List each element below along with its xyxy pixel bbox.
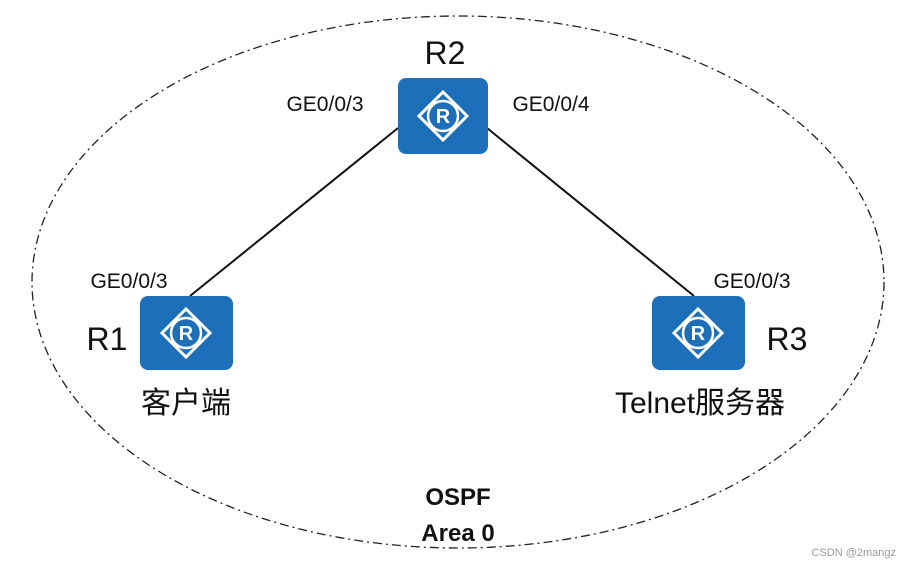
svg-text:R: R xyxy=(691,323,706,345)
router-r2[interactable]: R xyxy=(398,78,488,154)
r3-name: R3 xyxy=(767,321,808,357)
watermark: CSDN @2mangz xyxy=(811,547,896,559)
r1-role-label: 客户端 xyxy=(141,387,231,420)
r3-role-label: Telnet服务器 xyxy=(615,387,785,420)
router-icon: R xyxy=(671,306,725,360)
link-r2-r3 xyxy=(486,127,695,297)
router-r3[interactable]: R xyxy=(652,296,745,370)
router-body xyxy=(652,296,745,370)
r2-name: R2 xyxy=(425,35,466,71)
ospf-area-boundary xyxy=(31,15,885,549)
router-icon: R xyxy=(159,306,213,360)
r2-interface-ge004: GE0/0/4 xyxy=(512,93,589,116)
svg-text:R: R xyxy=(179,323,194,345)
r1-interface-label: GE0/0/3 xyxy=(90,270,167,293)
r2-interface-ge003: GE0/0/3 xyxy=(286,93,363,116)
link-r1-r2 xyxy=(189,127,399,297)
router-body xyxy=(140,296,233,370)
svg-text:R: R xyxy=(436,106,451,128)
r3-interface-label: GE0/0/3 xyxy=(713,270,790,293)
router-body xyxy=(398,78,488,154)
router-r1[interactable]: R xyxy=(140,296,233,370)
router-icon: R xyxy=(416,89,470,143)
r1-name: R1 xyxy=(87,321,128,357)
ospf-area-label: Area 0 xyxy=(421,520,494,547)
ospf-protocol-label: OSPF xyxy=(425,484,490,511)
